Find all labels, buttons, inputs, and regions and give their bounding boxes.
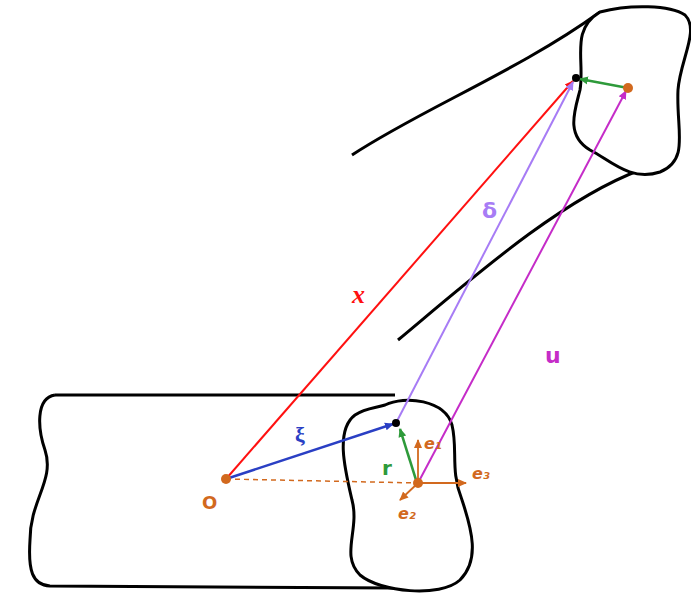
vector-label: u (545, 345, 561, 367)
vector-label: x (352, 282, 365, 308)
origin-label: O (202, 494, 217, 512)
vector-label: ξ (295, 424, 305, 446)
vector-label: r (382, 458, 392, 478)
axis-label: e₃ (472, 466, 490, 482)
axis-label: e₂ (398, 506, 416, 522)
vector-label: δ (482, 200, 497, 222)
axis-label: e₁ (424, 436, 442, 452)
